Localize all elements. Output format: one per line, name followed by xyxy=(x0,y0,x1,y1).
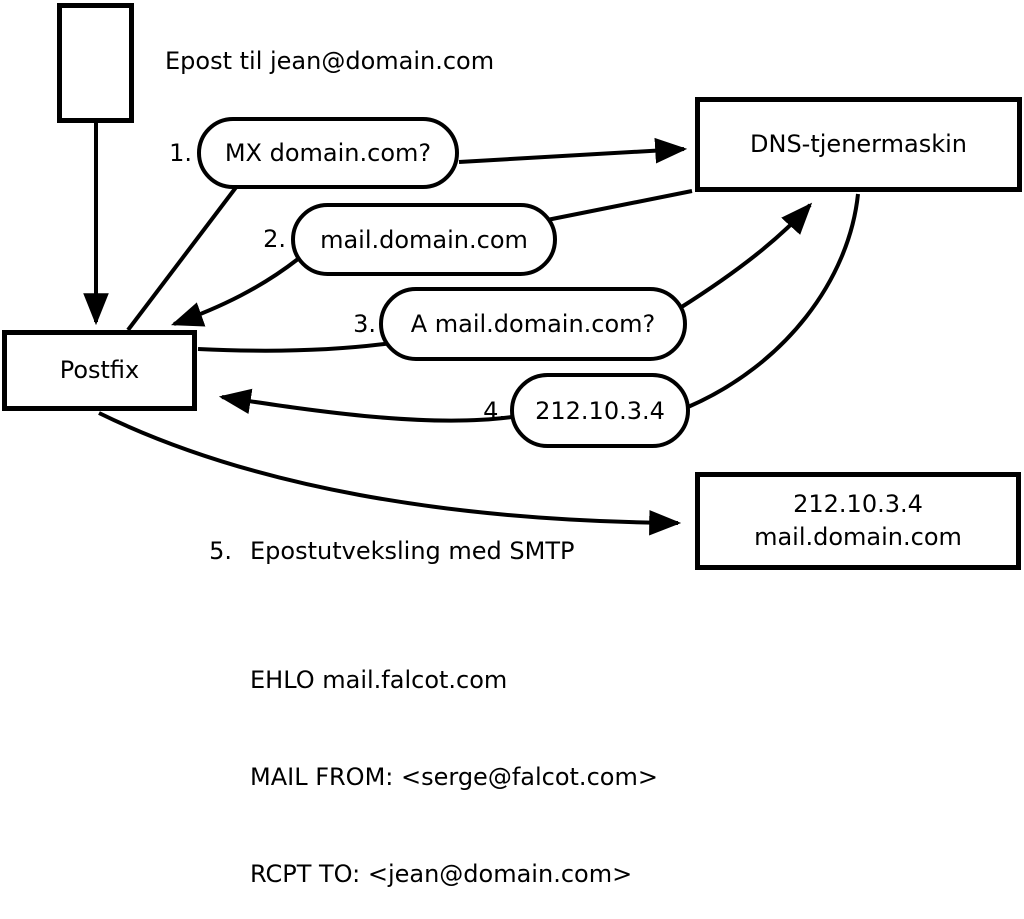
step5-number: 5. xyxy=(209,537,232,565)
a-query-label: A mail.domain.com? xyxy=(410,310,656,338)
mx-query-pill: MX domain.com? xyxy=(197,117,459,189)
line-dns-to-ip-answer xyxy=(687,193,860,409)
step4-number: 4. xyxy=(483,397,506,425)
mail-server-box: 212.10.3.4 mail.domain.com xyxy=(695,472,1021,570)
smtp-line-rcpt-to: RCPT TO: <jean@domain.com> xyxy=(250,860,633,889)
mail-server-ip: 212.10.3.4 xyxy=(793,490,923,518)
mx-query-label: MX domain.com? xyxy=(224,139,432,167)
line-dns-to-mx-answer xyxy=(541,189,693,223)
a-query-pill: A mail.domain.com? xyxy=(379,287,687,361)
smtp-line-mail-from: MAIL FROM: <serge@falcot.com> xyxy=(250,763,658,792)
step1-number: 1. xyxy=(169,139,192,167)
sender-box xyxy=(57,3,134,123)
dns-server-box: DNS-tjenermaskin xyxy=(695,97,1022,192)
arrow-mx-answer-to-postfix xyxy=(170,257,300,327)
mx-answer-pill: mail.domain.com xyxy=(291,203,557,276)
arrow-a-query-to-dns xyxy=(678,202,813,310)
arrow-mx-query-to-dns xyxy=(458,137,688,164)
step3-number: 3. xyxy=(353,310,376,338)
ip-answer-pill: 212.10.3.4 xyxy=(510,373,690,448)
step2-number: 2. xyxy=(263,225,286,253)
ip-answer-label: 212.10.3.4 xyxy=(535,396,665,425)
smtp-dialogue: EHLO mail.falcot.com MAIL FROM: <serge@f… xyxy=(250,599,658,919)
line-postfix-to-a-query xyxy=(197,341,393,353)
mx-answer-label: mail.domain.com xyxy=(320,225,528,254)
postfix-box: Postfix xyxy=(2,330,197,411)
smtp-line-ehlo: EHLO mail.falcot.com xyxy=(250,665,508,694)
dns-server-label: DNS-tjenermaskin xyxy=(750,130,967,158)
postfix-label: Postfix xyxy=(59,356,140,384)
mail-server-hostname: mail.domain.com xyxy=(754,523,962,551)
step5-label: Epostutveksling med SMTP xyxy=(250,537,575,565)
email-note-label: Epost til jean@domain.com xyxy=(165,47,495,75)
line-postfix-to-mx-query xyxy=(126,184,239,332)
